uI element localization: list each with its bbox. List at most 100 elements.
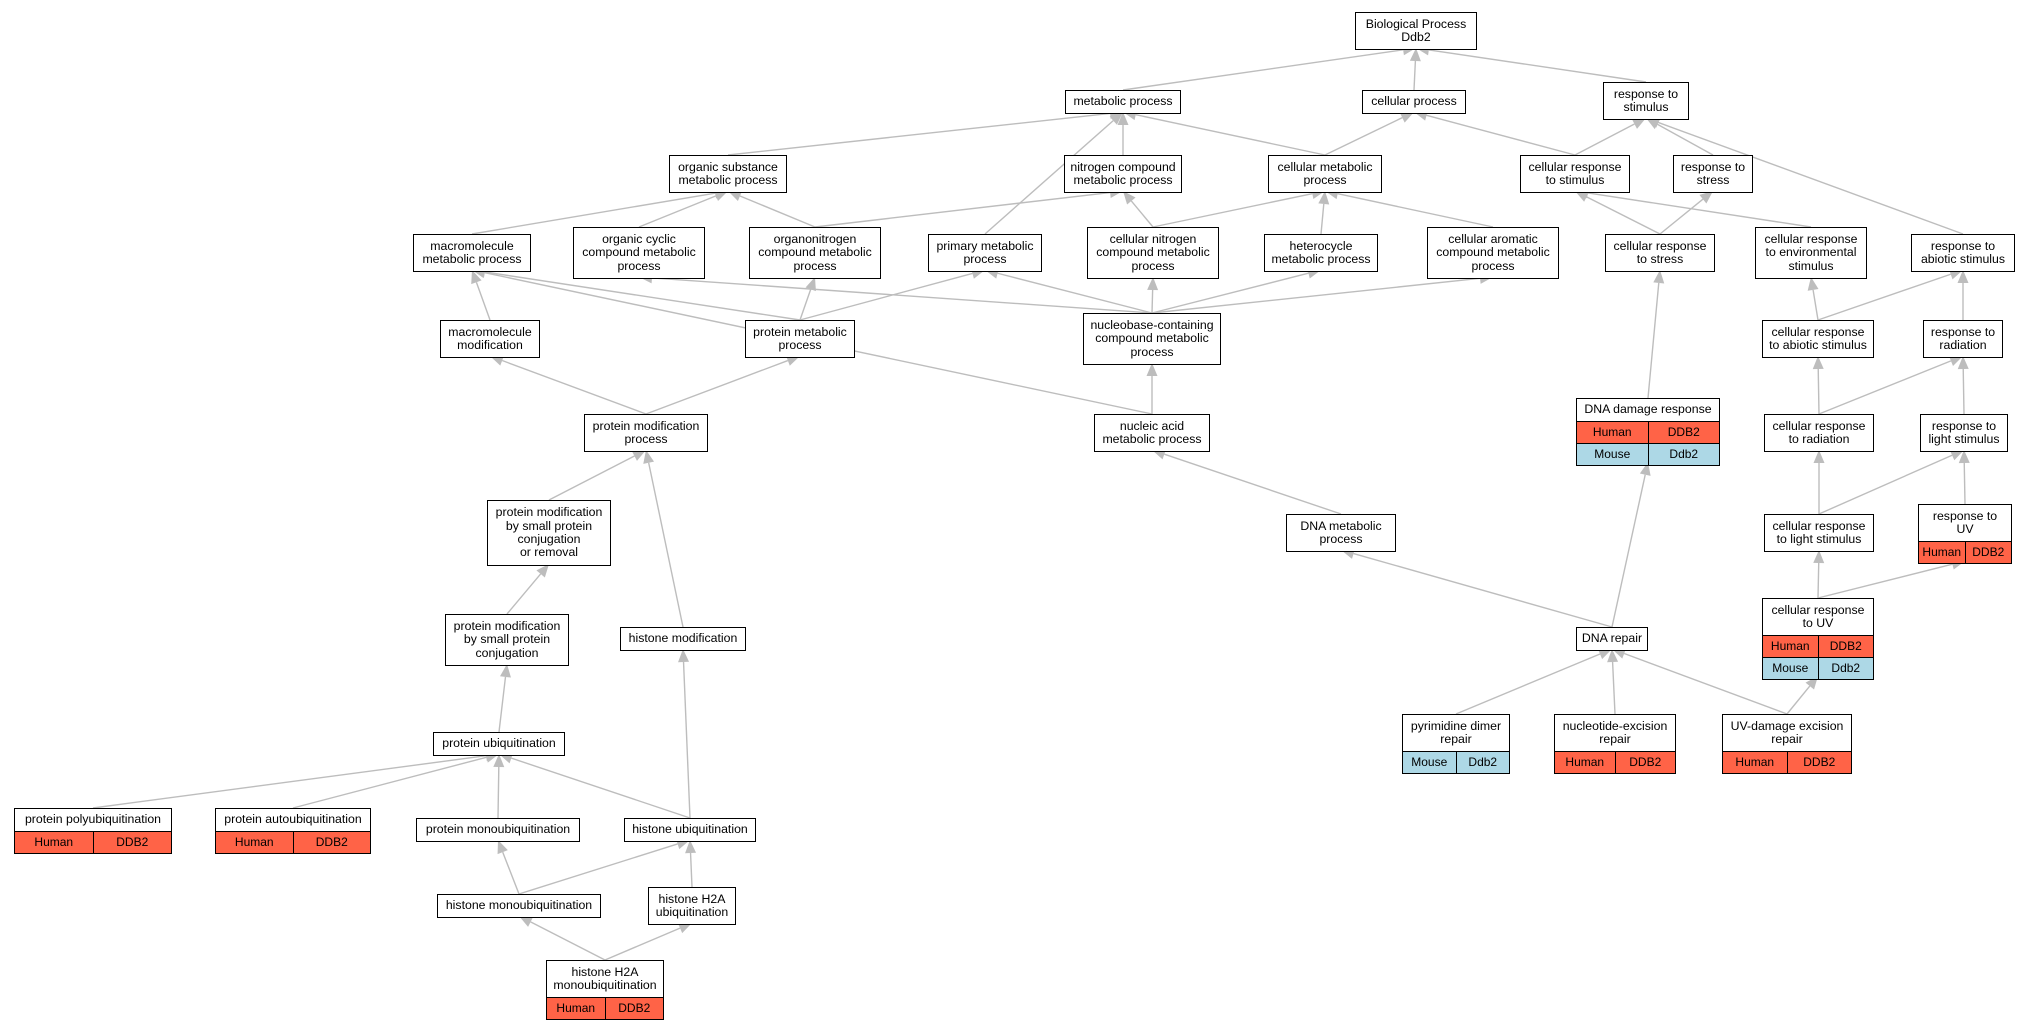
edge-h2a-monoubiq-to-h2a-ubiq — [604, 927, 681, 961]
arrowhead — [471, 270, 482, 285]
arrowhead — [1631, 118, 1646, 129]
arrowhead — [1958, 450, 1970, 464]
edge-organonitro-to-nitro — [814, 191, 1111, 228]
arrowhead — [1399, 112, 1414, 123]
edge-nucleobase-to-org-cyclic — [651, 277, 1153, 314]
go-term-cell-resp-light[interactable]: cellular response to light stimulus — [1764, 514, 1874, 552]
go-term-label: nucleotide-excision repair — [1562, 718, 1668, 746]
go-term-macro-mod[interactable]: macromolecule modification — [440, 320, 540, 358]
go-term-organonitro[interactable]: organonitrogen compound metabolic proces… — [749, 227, 881, 279]
go-term-resp-light[interactable]: response to light stimulus — [1920, 414, 2008, 452]
go-term-histone-ubiq[interactable]: histone ubiquitination — [624, 818, 756, 842]
go-term-cell-arom[interactable]: cellular aromatic compound metabolic pro… — [1427, 227, 1559, 279]
species-cell: Human — [1763, 636, 1818, 657]
go-term-cell-resp-abiotic[interactable]: cellular response to abiotic stimulus — [1762, 320, 1874, 358]
go-term-prot-mod[interactable]: protein modification process — [584, 414, 708, 452]
gene-cell: DDB2 — [1614, 752, 1675, 773]
go-term-prot-ubiq[interactable]: protein ubiquitination — [433, 732, 565, 756]
go-term-nucleobase[interactable]: nucleobase-containing compound metabolic… — [1083, 313, 1221, 365]
go-term-metabolic[interactable]: metabolic process — [1065, 90, 1181, 114]
go-term-bp[interactable]: Biological Process Ddb2 — [1355, 12, 1477, 50]
arrowhead — [1813, 550, 1825, 564]
go-term-label: nucleobase-containing compound metabolic… — [1090, 317, 1214, 359]
go-term-cellular[interactable]: cellular process — [1362, 90, 1466, 114]
go-term-label: histone ubiquitination — [632, 822, 748, 837]
go-term-label: Biological Process Ddb2 — [1365, 16, 1467, 44]
go-term-label: response to abiotic stimulus — [1920, 238, 2006, 266]
gene-cell: Ddb2 — [1455, 752, 1509, 773]
arrowhead — [1957, 270, 1969, 283]
go-term-cell-resp-stim[interactable]: cellular response to stimulus — [1520, 155, 1630, 193]
edge-histone-ubiq-to-histone-mod — [682, 661, 691, 819]
edge-metabolic-to-bp — [1122, 49, 1404, 91]
go-term-label: heterocycle metabolic process — [1271, 238, 1371, 266]
go-term-org-cyclic[interactable]: organic cyclic compound metabolic proces… — [573, 227, 705, 279]
go-term-dna-repair[interactable]: DNA repair — [1576, 627, 1648, 651]
go-term-cell-resp-rad[interactable]: cellular response to radiation — [1764, 414, 1874, 452]
go-term-label: response to light stimulus — [1928, 418, 2000, 446]
go-term-nucleic[interactable]: nucleic acid metabolic process — [1094, 414, 1210, 452]
go-term-nitro[interactable]: nitrogen compound metabolic process — [1064, 155, 1182, 193]
edge-uv-excision-to-cell-resp-uv — [1786, 685, 1811, 715]
go-term-cell-resp-env[interactable]: cellular response to environmental stimu… — [1755, 227, 1867, 279]
go-term-label: histone monoubiquitination — [445, 898, 593, 913]
go-term-resp-rad[interactable]: response to radiation — [1923, 320, 2003, 358]
edge-nucleobase-to-cell-nitro — [1151, 289, 1154, 314]
go-term-prot-monoubiq[interactable]: protein monoubiquitination — [416, 818, 580, 842]
edge-nucleobase-to-heterocycle — [1151, 272, 1309, 314]
arrowhead — [519, 916, 534, 927]
go-term-dna-met[interactable]: DNA metabolic process — [1286, 514, 1396, 552]
go-term-prot-mod-conj[interactable]: protein modification by small protein co… — [445, 614, 569, 666]
arrowhead — [1318, 191, 1330, 205]
go-term-label: organonitrogen compound metabolic proces… — [758, 231, 872, 273]
go-term-org-sub[interactable]: organic substance metabolic process — [669, 155, 787, 193]
go-term-macro-met[interactable]: macromolecule metabolic process — [413, 234, 531, 272]
go-term-label: DNA damage response — [1584, 402, 1712, 417]
edge-cell-met-to-cellular — [1324, 117, 1403, 156]
go-term-label: response to UV — [1932, 508, 1998, 536]
go-term-prot-mod-small[interactable]: protein modification by small protein co… — [487, 500, 611, 566]
go-term-prot-met[interactable]: protein metabolic process — [745, 320, 855, 358]
edge-prot-mod-to-prot-met — [645, 359, 789, 415]
species-cell: Mouse — [1577, 444, 1648, 465]
edge-cell-resp-stress-to-resp-stress — [1659, 198, 1704, 235]
go-term-histone-mod[interactable]: histone modification — [620, 627, 746, 651]
go-term-label: protein metabolic process — [753, 324, 847, 352]
go-term-cell-nitro[interactable]: cellular nitrogen compound metabolic pro… — [1087, 227, 1219, 279]
arrowhead — [1948, 355, 1963, 366]
go-term-histone-monoubiq[interactable]: histone monoubiquitination — [437, 894, 601, 918]
go-term-h2a-ubiq[interactable]: histone H2A ubiquitination — [648, 887, 736, 925]
edge-dna-repair-to-dna-met — [1353, 552, 1613, 628]
go-term-heterocycle[interactable]: heterocycle metabolic process — [1264, 234, 1378, 272]
go-term-primary[interactable]: primary metabolic process — [928, 234, 1042, 272]
go-term-resp-stim[interactable]: response to stimulus — [1603, 82, 1689, 120]
go-term-label: DNA repair — [1581, 631, 1643, 646]
go-term-label: cellular aromatic compound metabolic pro… — [1436, 231, 1550, 273]
edge-cell-resp-stress-to-cell-resp-stim — [1586, 196, 1661, 235]
edge-prot-monoubiq-to-prot-ubiq — [497, 766, 500, 819]
go-term-label: organic substance metabolic process — [678, 159, 778, 187]
go-term-cell-met[interactable]: cellular metabolic process — [1268, 155, 1382, 193]
arrowhead — [1653, 270, 1665, 284]
edge-resp-abiotic-to-resp-stim — [1657, 121, 1964, 235]
arrowhead — [1109, 112, 1123, 125]
arrowhead — [1147, 277, 1159, 291]
go-term-cell-resp-stress[interactable]: cellular response to stress — [1605, 234, 1715, 272]
go-term-label: response to stimulus — [1613, 86, 1679, 114]
go-term-resp-stress[interactable]: response to stress — [1673, 155, 1753, 193]
go-term-resp-abiotic[interactable]: response to abiotic stimulus — [1911, 234, 2015, 272]
go-term-label: cellular response to light stimulus — [1772, 518, 1866, 546]
edge-histone-monoubiq-to-histone-ubiq — [518, 843, 678, 895]
